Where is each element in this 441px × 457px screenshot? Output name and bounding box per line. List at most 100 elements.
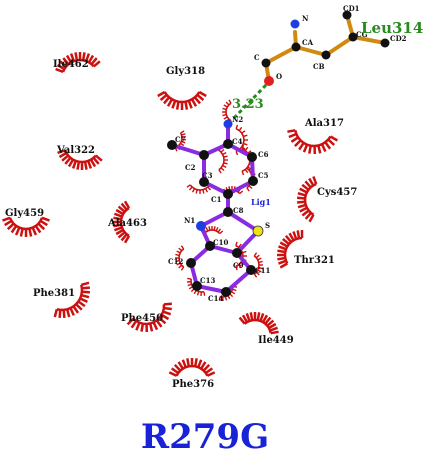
bond-c11-c14: [224, 268, 253, 294]
bond-c8-n1: [199, 210, 230, 228]
atom-c3: [199, 177, 209, 187]
hbond-residue-label: Leu314: [361, 19, 423, 37]
bond-c8-s: [226, 210, 260, 233]
atom-label-c11: C11: [255, 266, 270, 275]
hydrophobic-arc-near-c13: [186, 277, 206, 297]
atom-c2: [199, 150, 209, 160]
hydrophobic-arc-phe381: [53, 281, 91, 319]
atom-label-cd2: CD2: [390, 34, 407, 43]
residue-label-cys457: Cys457: [317, 187, 357, 198]
hydrophobic-arc-near-c12: [175, 245, 185, 271]
atom-label-o: O: [276, 72, 282, 81]
hydrophobic-arc-cys457: [296, 176, 318, 223]
leu314-residue: N CA C O CB CG CD1 CD2 Leu314: [254, 4, 423, 86]
bond-c2-c7: [170, 143, 206, 157]
atom-cd1-leu314: [342, 10, 352, 20]
ligand-atoms: [167, 119, 264, 297]
residue-label-ile449: Ile449: [258, 335, 294, 346]
residue-label-phe376: Phe376: [172, 379, 214, 390]
atom-c14: [221, 287, 231, 297]
atom-label-n1: N1: [184, 216, 195, 225]
atom-c1: [223, 189, 233, 199]
atom-label-ca: CA: [302, 38, 314, 47]
atom-c11: [246, 265, 256, 275]
residue-label-phe450: Phe450: [121, 313, 163, 324]
atom-s: [252, 225, 264, 237]
atom-label-c13: C13: [200, 276, 215, 285]
residue-label-ala317: Ala317: [304, 118, 344, 129]
atom-label-cb: CB: [313, 62, 325, 71]
residue-label-ala463: Ala463: [107, 218, 147, 229]
atom-n2: [223, 119, 233, 129]
atom-label-c: C: [254, 53, 260, 62]
residue-label-ile462: Ile462: [53, 59, 89, 70]
hydrophobic-arc-ile449: [238, 312, 279, 335]
hydrophobic-arc-near-c2: [218, 146, 228, 174]
residue-label-gly318: Gly318: [166, 66, 205, 77]
atom-label-s: S: [265, 221, 270, 230]
hydrophobic-arc-phe376: [168, 358, 216, 377]
atom-c7: [167, 140, 177, 150]
atom-label-c12: C12: [168, 257, 183, 266]
residue-label-gly459: Gly459: [5, 208, 44, 219]
hydrophobic-residue-labels: Ile462 Gly318 Ala317 Val322 Cys457 Gly45…: [5, 59, 357, 390]
hydrophobic-arc-thr321: [277, 230, 304, 269]
atom-label-n: N: [302, 14, 309, 23]
hydrophobic-arc-ala463: [113, 200, 131, 244]
atom-n1: [196, 221, 206, 231]
hydrophobic-arc-gly459: [2, 216, 50, 237]
atom-c12: [186, 258, 196, 268]
atom-label-c7: C7: [175, 135, 186, 144]
atom-c5: [248, 176, 258, 186]
atom-label-cd1: CD1: [343, 4, 360, 13]
residue-label-thr321: Thr321: [294, 255, 335, 266]
atom-cg-leu314: [348, 32, 358, 42]
bond-ca-cb: [294, 45, 328, 57]
mutation-title: R279G: [141, 417, 269, 457]
atom-label-c9: C9: [233, 261, 244, 270]
hydrophobic-arc-gly318: [157, 90, 207, 110]
ligand-name-label: Lig1: [251, 197, 271, 207]
atom-n-leu314: [290, 19, 300, 29]
atom-c9: [232, 248, 242, 258]
hydrophobic-arc-near-c10: [200, 226, 224, 235]
atom-label-c8: C8: [233, 206, 244, 215]
atom-label-c1: C1: [211, 195, 222, 204]
ligand-atom-labels: N2 C4 C7 C6 C2 C3 C5 C1 C8 N1 S C10 C9 C…: [168, 115, 271, 303]
atom-c4: [223, 139, 233, 149]
atom-cb-leu314: [321, 50, 331, 60]
atom-c8: [223, 207, 233, 217]
atom-label-c4: C4: [232, 137, 243, 146]
atom-label-cg: CG: [356, 30, 368, 39]
atom-label-c6: C6: [258, 150, 269, 159]
hydrogen-bond: 3.23: [232, 83, 268, 120]
residue-label-phe381: Phe381: [33, 288, 75, 299]
residue-label-val322: Val322: [56, 145, 95, 156]
hydrophobic-arc-near-c11: [253, 252, 263, 278]
atom-c-leu314: [261, 58, 271, 68]
bond-cb-cg: [324, 35, 355, 57]
atom-label-c3: C3: [202, 171, 213, 180]
bond-ca-c: [264, 45, 298, 65]
bond-cg-cd2: [351, 35, 387, 45]
atom-ca-leu314: [291, 42, 301, 52]
atom-cd2-leu314: [380, 38, 390, 48]
atom-label-c2: C2: [185, 163, 196, 172]
atom-label-c10: C10: [213, 238, 228, 247]
atom-c10: [205, 241, 215, 251]
atom-c13: [192, 281, 202, 291]
hbond-dashed-line: [232, 83, 268, 120]
atom-label-n2: N2: [232, 115, 243, 124]
atom-o-leu314: [264, 76, 274, 86]
atom-label-c5: C5: [258, 171, 269, 180]
hydrophobic-contacts-layer: [2, 52, 339, 377]
atom-c6: [247, 152, 257, 162]
hydrophobic-arc-phe450: [126, 302, 173, 333]
hydrophobic-arc-val322: [57, 149, 103, 170]
hydrophobic-arc-ala317: [287, 129, 339, 155]
hydrophobic-arc-ile462: [55, 52, 101, 73]
atom-label-c14: C14: [208, 294, 223, 303]
hbond-distance-label: 3.23: [232, 97, 264, 112]
